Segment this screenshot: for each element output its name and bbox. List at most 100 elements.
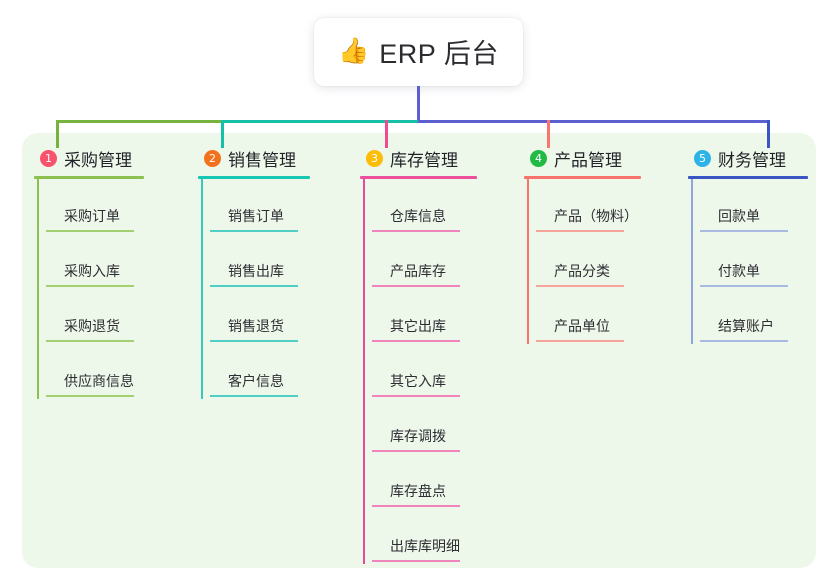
branch-badge-5: 5 bbox=[694, 149, 711, 167]
leaf-node-rule bbox=[372, 450, 460, 452]
leaf-node-label: 采购退货 bbox=[64, 318, 120, 334]
leaf-node-label: 供应商信息 bbox=[64, 373, 134, 389]
leaf-spine-inventory bbox=[363, 179, 365, 564]
branch-title-purchasing: 采购管理 bbox=[64, 150, 132, 170]
leaf-node-rule bbox=[210, 395, 298, 397]
thumbs-up-icon: 👍 bbox=[338, 36, 370, 65]
leaf-node-rule bbox=[536, 230, 624, 232]
branch-title-sales: 销售管理 bbox=[228, 150, 296, 170]
leaf-node[interactable]: 采购订单 bbox=[46, 179, 144, 234]
branch-badge-3: 3 bbox=[366, 149, 383, 167]
root-node-title: ERP 后台 bbox=[379, 38, 499, 69]
leaf-node-label: 销售出库 bbox=[228, 263, 284, 279]
branch-rule-purchasing bbox=[34, 176, 144, 179]
connector-drop-3 bbox=[385, 120, 388, 148]
branch-column-sales: 2 销售管理 销售订单销售出库销售退货客户信息 bbox=[198, 146, 310, 399]
leaf-node-label: 产品库存 bbox=[390, 263, 446, 279]
branch-rule-inventory bbox=[360, 176, 477, 179]
branch-header-sales[interactable]: 2 销售管理 bbox=[198, 146, 310, 170]
leaf-node-rule bbox=[210, 230, 298, 232]
leaf-spine-finance bbox=[691, 179, 693, 344]
leaf-node-rule bbox=[372, 230, 460, 232]
leaf-node[interactable]: 产品库存 bbox=[372, 234, 477, 289]
leaf-list-sales: 销售订单销售出库销售退货客户信息 bbox=[198, 179, 310, 399]
connector-drop-5 bbox=[767, 120, 770, 148]
leaf-node-rule bbox=[46, 340, 134, 342]
connector-bus-segment-blue bbox=[418, 120, 770, 123]
leaf-node[interactable]: 结算账户 bbox=[700, 289, 808, 344]
leaf-node[interactable]: 销售出库 bbox=[210, 234, 310, 289]
leaf-node-rule bbox=[700, 230, 788, 232]
leaf-node-rule bbox=[46, 285, 134, 287]
leaf-node-label: 产品单位 bbox=[554, 318, 610, 334]
connector-bus-segment-green bbox=[56, 120, 223, 123]
leaf-node[interactable]: 库存调拨 bbox=[372, 399, 477, 454]
leaf-list-inventory: 仓库信息产品库存其它出库其它入库库存调拨库存盘点出库库明细 bbox=[360, 179, 477, 564]
leaf-list-product: 产品（物料） 产品分类产品单位 bbox=[524, 179, 641, 344]
leaf-node-label: 付款单 bbox=[718, 263, 760, 279]
leaf-node-rule bbox=[536, 285, 624, 287]
branch-rule-finance bbox=[688, 176, 808, 179]
leaf-node-rule bbox=[46, 395, 134, 397]
leaf-node[interactable]: 产品（物料） bbox=[536, 179, 641, 234]
leaf-node[interactable]: 采购退货 bbox=[46, 289, 144, 344]
leaf-node-rule bbox=[210, 285, 298, 287]
branch-column-finance: 5 财务管理 回款单付款单结算账户 bbox=[688, 146, 808, 344]
leaf-node-label: 销售退货 bbox=[228, 318, 284, 334]
leaf-list-purchasing: 采购订单采购入库采购退货供应商信息 bbox=[34, 179, 144, 399]
leaf-node-rule bbox=[372, 285, 460, 287]
branch-badge-1: 1 bbox=[40, 149, 57, 167]
leaf-node-label: 采购入库 bbox=[64, 263, 120, 279]
leaf-node[interactable]: 客户信息 bbox=[210, 344, 310, 399]
leaf-node-rule bbox=[372, 340, 460, 342]
branch-header-inventory[interactable]: 3 库存管理 bbox=[360, 146, 477, 170]
branch-badge-4: 4 bbox=[530, 149, 547, 167]
connector-drop-4 bbox=[547, 120, 550, 148]
leaf-node-label: 回款单 bbox=[718, 208, 760, 224]
leaf-node[interactable]: 仓库信息 bbox=[372, 179, 477, 234]
leaf-node[interactable]: 销售订单 bbox=[210, 179, 310, 234]
connector-root-trunk bbox=[417, 86, 420, 121]
leaf-node[interactable]: 供应商信息 bbox=[46, 344, 144, 399]
leaf-node-label: 采购订单 bbox=[64, 208, 120, 224]
leaf-node[interactable]: 产品分类 bbox=[536, 234, 641, 289]
connector-bus-segment-teal bbox=[223, 120, 418, 123]
branch-title-inventory: 库存管理 bbox=[390, 150, 458, 170]
leaf-node-label: 结算账户 bbox=[718, 318, 774, 334]
leaf-node-rule bbox=[46, 230, 134, 232]
branch-header-product[interactable]: 4 产品管理 bbox=[524, 146, 641, 170]
branch-header-finance[interactable]: 5 财务管理 bbox=[688, 146, 808, 170]
diagram-panel bbox=[22, 133, 816, 568]
leaf-node[interactable]: 付款单 bbox=[700, 234, 808, 289]
leaf-spine-product bbox=[527, 179, 529, 344]
leaf-node-label: 产品（物料） bbox=[554, 208, 638, 224]
leaf-node-rule bbox=[536, 340, 624, 342]
leaf-spine-purchasing bbox=[37, 179, 39, 399]
leaf-node-label: 库存盘点 bbox=[390, 483, 446, 499]
leaf-node-rule bbox=[372, 505, 460, 507]
branch-rule-product bbox=[524, 176, 641, 179]
leaf-node-label: 销售订单 bbox=[228, 208, 284, 224]
leaf-node[interactable]: 回款单 bbox=[700, 179, 808, 234]
leaf-node-label: 产品分类 bbox=[554, 263, 610, 279]
branch-header-purchasing[interactable]: 1 采购管理 bbox=[34, 146, 144, 170]
leaf-node-label: 仓库信息 bbox=[390, 208, 446, 224]
leaf-node[interactable]: 销售退货 bbox=[210, 289, 310, 344]
root-node-content: 👍 ERP 后台 bbox=[338, 32, 499, 71]
leaf-node[interactable]: 采购入库 bbox=[46, 234, 144, 289]
connector-drop-1 bbox=[56, 120, 59, 148]
leaf-node-rule bbox=[700, 340, 788, 342]
leaf-node[interactable]: 库存盘点 bbox=[372, 454, 477, 509]
leaf-spine-sales bbox=[201, 179, 203, 399]
leaf-node[interactable]: 产品单位 bbox=[536, 289, 641, 344]
leaf-node-label: 出库库明细 bbox=[390, 538, 460, 554]
branch-column-product: 4 产品管理 产品（物料） 产品分类产品单位 bbox=[524, 146, 641, 344]
branch-column-purchasing: 1 采购管理 采购订单采购入库采购退货供应商信息 bbox=[34, 146, 144, 399]
branch-title-product: 产品管理 bbox=[554, 150, 622, 170]
leaf-node[interactable]: 其它出库 bbox=[372, 289, 477, 344]
leaf-node[interactable]: 出库库明细 bbox=[372, 509, 477, 564]
root-node-erp-backend[interactable]: 👍 ERP 后台 bbox=[314, 18, 523, 86]
leaf-node[interactable]: 其它入库 bbox=[372, 344, 477, 399]
leaf-node-rule bbox=[210, 340, 298, 342]
leaf-node-rule bbox=[372, 560, 460, 562]
